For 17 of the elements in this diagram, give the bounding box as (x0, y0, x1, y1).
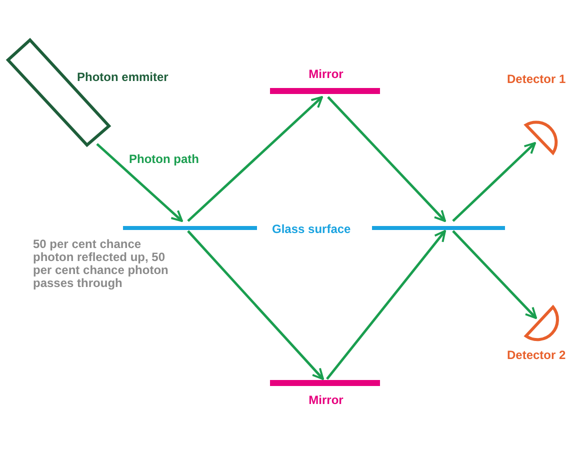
edge-label: Photon path (129, 151, 199, 168)
arrow (96, 143, 183, 222)
arrow (452, 230, 537, 319)
detector-label: Detector 1 (507, 71, 566, 88)
arrow (187, 96, 323, 222)
arrow (327, 96, 446, 222)
arrow (326, 230, 446, 380)
glass-surface-bar (372, 226, 505, 230)
arrow (187, 230, 324, 380)
mirror-label: Mirror (308, 392, 344, 408)
glass-surface-bar (123, 226, 257, 230)
detector-label: Detector 2 (507, 347, 566, 364)
arrow (452, 142, 536, 222)
surface-label: Glass surface (272, 221, 351, 238)
note-text: 50 per cent chance photon reflected up, 50 per cent chance photon passes through (33, 238, 170, 290)
mirror-label: Mirror (308, 66, 344, 82)
emitter-label: Photon emmiter (77, 69, 168, 86)
